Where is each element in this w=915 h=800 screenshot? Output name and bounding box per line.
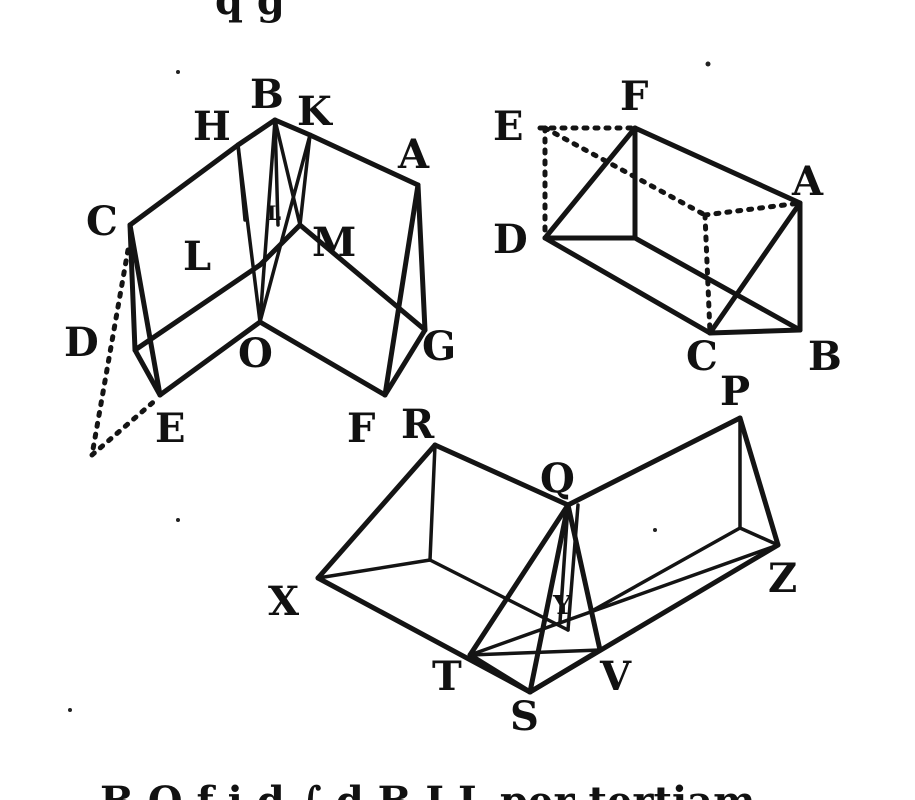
label-K: K [297, 88, 333, 135]
label-A-left: A [397, 131, 430, 178]
right-edges [542, 125, 803, 336]
stray-specks [68, 61, 711, 712]
label-L: L [183, 233, 211, 280]
label-B-right: B [808, 333, 842, 380]
label-F-left: F [347, 405, 375, 452]
right-dotted-edges [537, 125, 803, 336]
label-B-left: B [250, 71, 284, 118]
label-C-right: C [686, 333, 718, 380]
bottom-labels: R Q P X Z Y T V S [268, 368, 797, 740]
label-R: R [401, 401, 435, 448]
figure-left: B H K A C L L M D O G E F [64, 71, 456, 458]
bottom-edges [315, 415, 781, 695]
label-H: H [193, 103, 231, 150]
label-P: P [720, 368, 750, 415]
label-M: M [312, 219, 356, 266]
left-edges [127, 117, 428, 398]
label-X: X [268, 578, 299, 625]
label-small-l: L [267, 201, 281, 225]
left-labels: B H K A C L L M D O G E F [64, 71, 456, 452]
label-S: S [510, 693, 539, 740]
bottom-fragment-text: B Q f i d ∫ d B I L per tertiam [100, 778, 755, 800]
label-F-right: F [620, 73, 648, 120]
label-D-left: D [64, 319, 99, 366]
top-text-fragment: q g [215, 0, 285, 24]
top-fragment-text: q g [215, 0, 285, 24]
label-Q: Q [540, 455, 575, 502]
label-D-right: D [493, 216, 528, 263]
left-dotted-edges [89, 247, 161, 458]
right-labels: F E A D C B [493, 73, 842, 380]
label-A-right: A [791, 158, 824, 205]
figure-right: F E A D C B [493, 73, 842, 380]
label-E-left: E [155, 405, 186, 452]
label-C-left: C [86, 198, 118, 245]
label-V: V [599, 653, 632, 700]
label-Z: Z [768, 555, 797, 602]
figure-bottom: R Q P X Z Y T V S [268, 368, 797, 740]
label-T: T [432, 653, 462, 700]
bottom-text-fragment: B Q f i d ∫ d B I L per tertiam [100, 778, 755, 800]
label-Y: Y [552, 591, 572, 621]
label-G: G [422, 323, 456, 370]
label-O: O [238, 330, 273, 377]
label-E-right: E [493, 103, 524, 150]
